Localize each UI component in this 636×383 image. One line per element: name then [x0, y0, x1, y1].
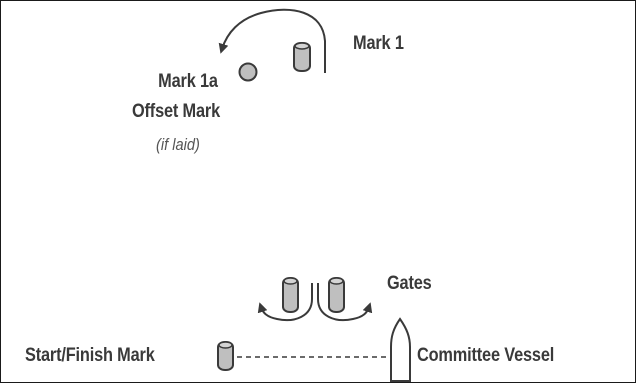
mark1a-label: Mark 1a	[158, 71, 218, 92]
mark1a-sphere-buoy-icon	[238, 62, 258, 82]
mark1-label: Mark 1	[353, 33, 404, 54]
start-finish-label: Start/Finish Mark	[25, 345, 155, 366]
gate-left-arrow	[257, 283, 313, 321]
committee-vessel-label: Committee Vessel	[417, 345, 555, 366]
gates-label: Gates	[387, 273, 432, 294]
start-finish-cylinder-buoy-icon	[217, 341, 234, 371]
rounding-arrow-path	[218, 8, 326, 73]
gate-right-cylinder-buoy-icon	[328, 277, 345, 313]
offset-mark-label: Offset Mark	[131, 101, 220, 122]
gate-left-cylinder-buoy-icon	[282, 277, 299, 313]
gate-right-arrow	[317, 283, 373, 321]
mark1-cylinder-buoy-icon	[293, 42, 311, 72]
committee-vessel-icon	[390, 317, 411, 382]
if-laid-note: (if laid)	[156, 135, 200, 154]
